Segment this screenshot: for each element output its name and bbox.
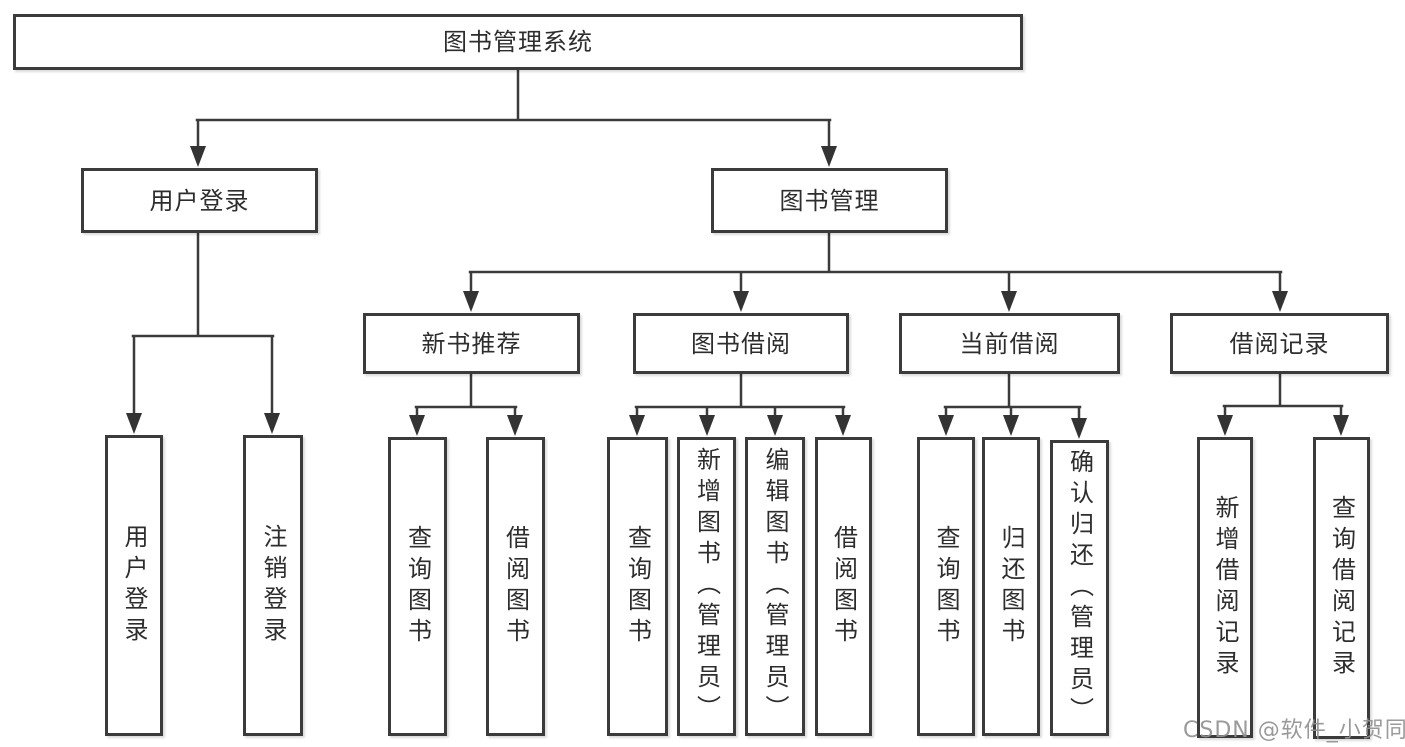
node-label: 确认归还（管理员）	[1065, 448, 1094, 728]
node-new-book-recommend: 新书推荐	[363, 313, 580, 374]
connector-current-borrow	[943, 372, 1082, 421]
connector-borrow-records	[1222, 372, 1344, 418]
node-label: 用户登录	[149, 186, 250, 215]
connector-new-book-rec	[414, 372, 518, 418]
node-label: 借阅图书	[829, 524, 858, 649]
leaf-bb-query-books: 查询图书	[607, 437, 668, 736]
node-label: 当前借阅	[959, 329, 1060, 358]
leaf-bb-edit-books-admin: 编辑图书（管理员）	[745, 437, 805, 736]
csdn-watermark: CSDN @软件_小贺同学	[1183, 718, 1405, 743]
leaf-cb-confirm-return-admin: 确认归还（管理员）	[1050, 440, 1109, 736]
leaf-br-add-record: 新增借阅记录	[1197, 437, 1253, 738]
node-label: 用户登录	[120, 523, 148, 648]
leaf-rec-query-books: 查询图书	[388, 437, 447, 736]
leaf-rec-borrow-books: 借阅图书	[486, 437, 545, 736]
arrowheads	[126, 146, 1349, 439]
leaf-user-login: 用户登录	[105, 435, 163, 736]
node-current-borrow: 当前借阅	[899, 313, 1120, 374]
node-label: 注销登录	[259, 523, 287, 648]
node-label: 图书管理	[779, 186, 880, 215]
node-label: 新增图书（管理员）	[692, 447, 721, 726]
leaf-bb-add-books-admin: 新增图书（管理员）	[677, 437, 736, 736]
node-label: 图书管理系统	[443, 28, 593, 56]
node-label: 借阅记录	[1229, 329, 1330, 358]
node-label: 图书借阅	[691, 329, 791, 358]
connector-book-mgmt	[468, 231, 1283, 294]
node-label: 新书推荐	[421, 329, 522, 358]
node-label: 新增借阅记录	[1211, 494, 1239, 681]
node-label: 查询借阅记录	[1327, 495, 1356, 681]
node-system-root: 图书管理系统	[13, 14, 1023, 70]
node-label: 查询图书	[403, 524, 432, 649]
node-book-management: 图书管理	[711, 168, 948, 233]
node-borrow-records: 借阅记录	[1170, 313, 1389, 374]
leaf-cb-query-books: 查询图书	[917, 437, 975, 736]
node-label: 编辑图书（管理员）	[761, 447, 789, 726]
connector-user-login	[131, 231, 275, 416]
node-label: 归还图书	[997, 524, 1025, 649]
leaf-cb-return-books: 归还图书	[982, 437, 1040, 736]
connector-book-borrow	[634, 372, 846, 418]
node-label: 查询图书	[623, 524, 652, 649]
leaf-bb-borrow-books: 借阅图书	[815, 437, 872, 736]
node-user-login: 用户登录	[81, 168, 318, 233]
node-label: 查询图书	[932, 524, 960, 649]
leaf-logout: 注销登录	[243, 435, 303, 736]
leaf-br-query-record: 查询借阅记录	[1313, 437, 1370, 739]
connector-root	[195, 66, 832, 148]
node-book-borrow: 图书借阅	[633, 313, 849, 374]
node-label: 借阅图书	[501, 524, 530, 649]
